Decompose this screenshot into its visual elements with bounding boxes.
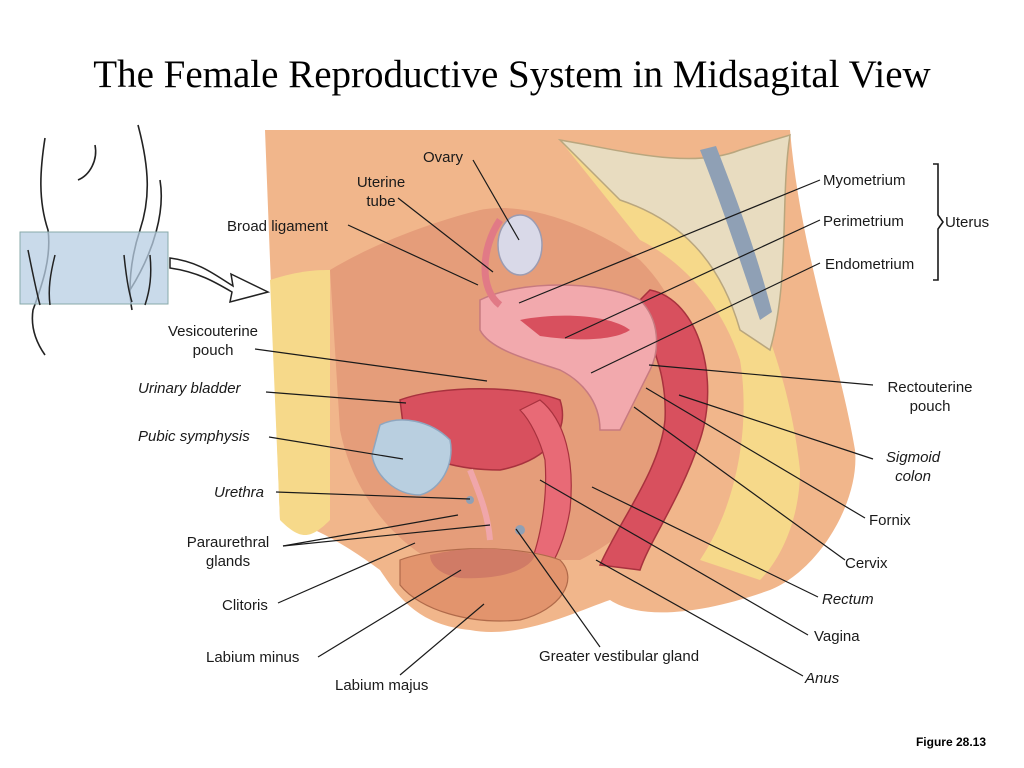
label-paraurethral-glands: Paraurethral glands [186, 534, 270, 570]
label-vagina: Vagina [814, 628, 860, 645]
label-vesicouterine-pouch: Vesicouterine pouch [167, 323, 259, 359]
endometrium-cavity [520, 315, 630, 340]
label-greater-vestibular-gland: Greater vestibular gland [539, 648, 700, 665]
pubic-symphysis-bone [371, 419, 452, 496]
label-pubic-symphysis: Pubic symphysis [138, 428, 250, 445]
posterior-fat [560, 140, 800, 580]
label-rectouterine-pouch: Rectouterine pouch [887, 379, 973, 415]
body-silhouette-hands [27, 249, 152, 306]
sacral-canal [700, 146, 772, 320]
uterine-tube [481, 218, 503, 308]
label-myometrium: Myometrium [823, 172, 906, 189]
label-uterine-tube: Uterine tube [356, 174, 406, 210]
zoom-arrow-icon [169, 257, 271, 304]
fat-layer [270, 270, 330, 535]
uterus-bracket [933, 163, 944, 281]
label-sigmoid-colon: Sigmoid colon [885, 449, 941, 485]
urethra-tube [467, 468, 493, 541]
slide-title: The Female Reproductive System in Midsag… [93, 53, 931, 96]
label-clitoris: Clitoris [222, 597, 268, 614]
ovary-organ [497, 214, 543, 276]
label-labium-majus: Labium majus [335, 677, 429, 694]
label-broad-ligament: Broad ligament [227, 218, 328, 235]
paraurethral-gland-dot [466, 496, 474, 504]
label-ovary: Ovary [423, 149, 464, 166]
label-cervix: Cervix [845, 555, 888, 572]
label-urethra: Urethra [214, 484, 265, 501]
label-labium-minus: Labium minus [206, 649, 300, 666]
figure-number: Figure 28.13 [915, 735, 986, 749]
inset-highlight-box [19, 231, 169, 305]
sacrum-bone [557, 133, 791, 352]
label-perimetrium: Perimetrium [823, 213, 904, 230]
label-endometrium: Endometrium [825, 256, 915, 273]
label-urinary-bladder: Urinary bladder [138, 380, 241, 397]
leader-lines [254, 159, 874, 677]
labium-minus-shape [430, 548, 535, 579]
label-anus: Anus [805, 670, 840, 687]
greater-vestibular-gland-dot [515, 525, 525, 535]
label-uterus: Uterus [945, 214, 990, 231]
label-rectum: Rectum [822, 591, 874, 608]
label-fornix: Fornix [869, 512, 911, 529]
midsagittal-illustration [265, 130, 856, 633]
